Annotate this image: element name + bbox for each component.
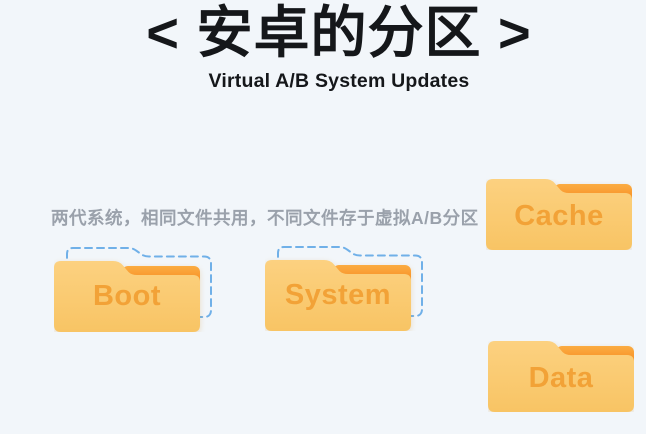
header: < 安卓的分区 > Virtual A/B System Updates — [16, 0, 646, 92]
folder-shape-icon — [488, 341, 634, 412]
partition-system: System — [265, 246, 423, 331]
folder-shape-icon — [486, 179, 632, 250]
annotation-text: 两代系统，相同文件共用，不同文件存于虚拟A/B分区 — [51, 208, 479, 228]
folder-shape-icon — [54, 261, 200, 332]
folder-shape-icon — [265, 260, 411, 331]
partition-data: Data — [488, 341, 634, 412]
folder-icon — [488, 341, 634, 412]
partition-cache: Cache — [486, 179, 632, 250]
page-title: < 安卓的分区 > — [146, 1, 532, 64]
folder-icon — [54, 247, 212, 332]
folder-icon — [265, 246, 423, 331]
partition-boot: Boot — [54, 247, 212, 332]
folder-icon — [486, 179, 632, 250]
page-subtitle: Virtual A/B System Updates — [208, 70, 470, 92]
